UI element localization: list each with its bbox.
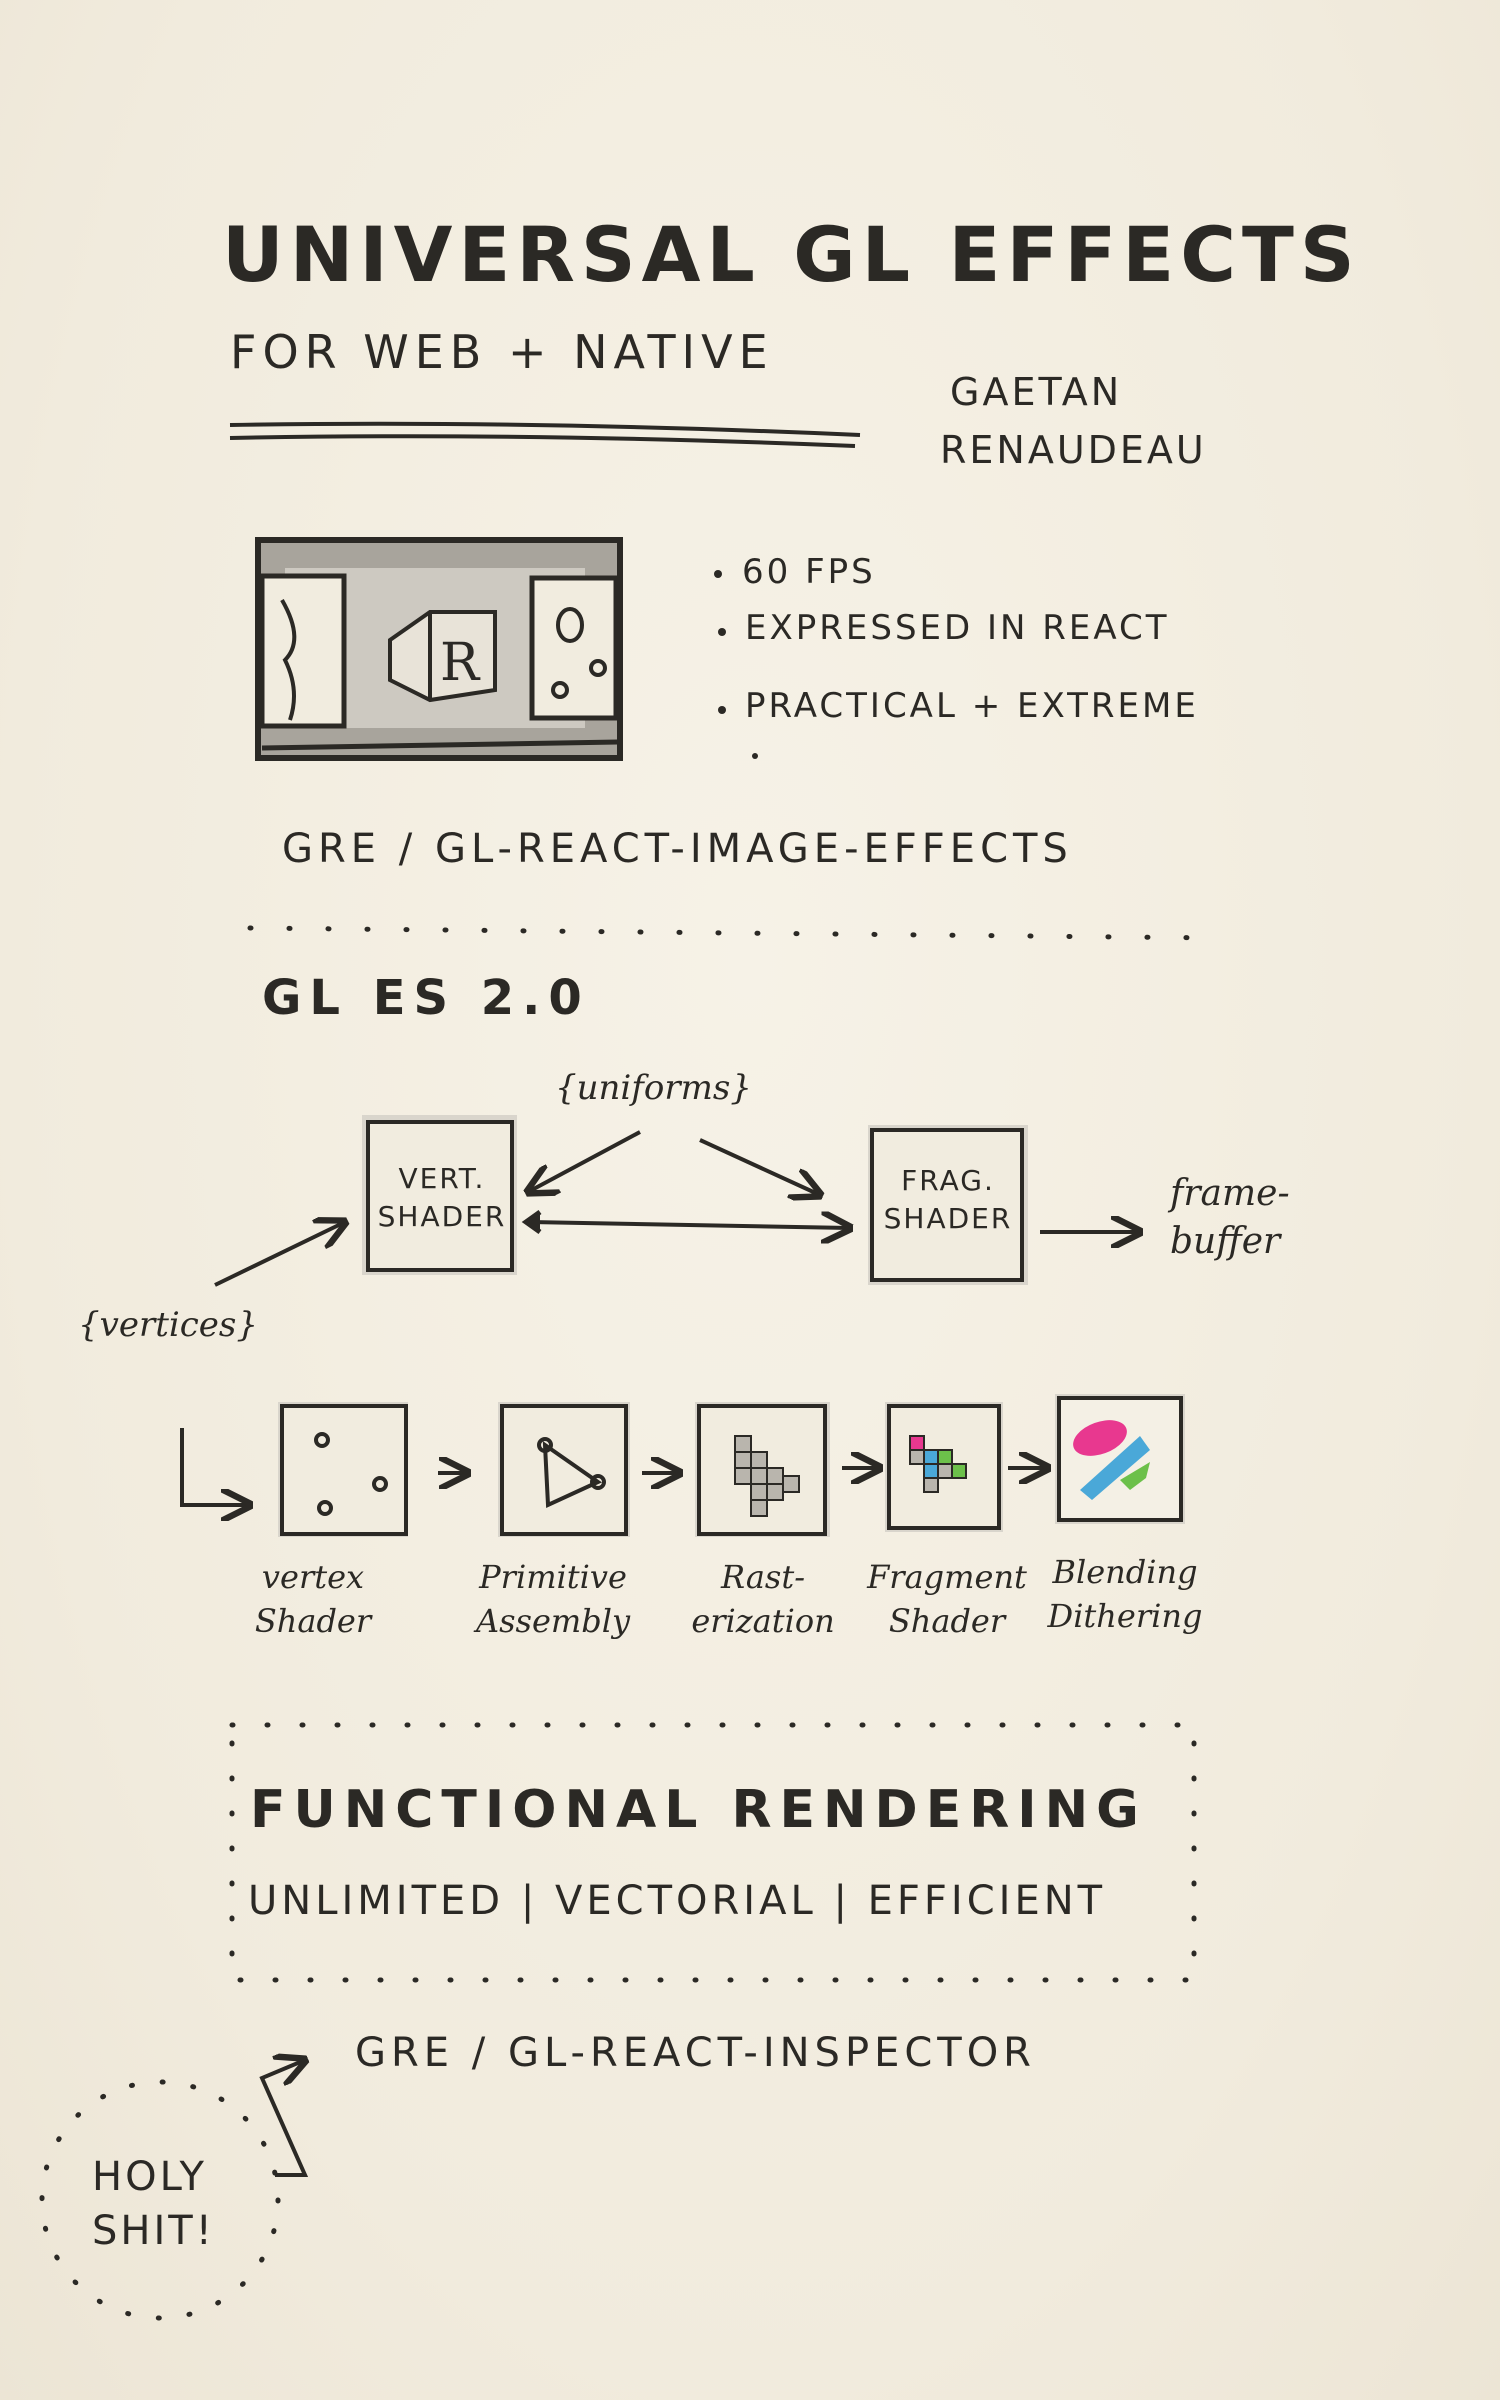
pipeline-arrows [438, 1468, 1048, 1473]
feature-item: PRACTICAL + EXTREME [745, 686, 1199, 726]
title-underline [229, 421, 861, 448]
page-title: UNIVERSAL GL EFFECTS [222, 210, 1361, 299]
feature-item: 60 FPS [742, 552, 876, 592]
feature-item: EXPRESSED IN REACT [745, 608, 1170, 648]
svg-text:R: R [440, 633, 481, 693]
frag-shader-label: FRAG. SHADER [883, 1164, 1013, 1235]
repo-inspector-link: GRE / GL-REACT-INSPECTOR [355, 2030, 1036, 2076]
bullet-dots [714, 570, 758, 759]
stage-label-primitive: Primitive Assembly [475, 1558, 631, 1640]
gl-es-heading: GL ES 2.0 [262, 970, 590, 1026]
vertices-label: {vertices} [78, 1305, 258, 1345]
author-last-name: RENAUDEAU [940, 428, 1207, 472]
functional-dotted-box [229, 1722, 1197, 1983]
dotted-separator [247, 925, 1223, 941]
exclaim-text: HOLY SHIT! [92, 2154, 215, 2254]
repo-effects-link: GRE / GL-REACT-IMAGE-EFFECTS [282, 826, 1073, 872]
vert-shader-label: VERT. SHADER [377, 1162, 507, 1233]
stage-label-blending: Blending Dithering [1047, 1553, 1203, 1635]
functional-heading: FUNCTIONAL RENDERING [250, 1780, 1147, 1840]
gl-diagram [362, 1115, 1028, 1285]
diagram-arrows [214, 1130, 1140, 1287]
author-first-name: GAETAN [950, 370, 1123, 414]
pipeline-boxes [278, 1394, 1185, 1537]
stage-label-vertex: vertex Shader [254, 1558, 372, 1640]
functional-traits: UNLIMITED | VECTORIAL | EFFICIENT [248, 1878, 1107, 1924]
uniforms-label: {uniforms} [555, 1068, 752, 1108]
page-subtitle: FOR WEB + NATIVE [230, 325, 774, 379]
pipeline-bracket [180, 1428, 250, 1505]
framebuffer-label: frame- buffer [1170, 1173, 1290, 1262]
stage-label-fragment: Fragment Shader [867, 1558, 1027, 1640]
double-arrow-head [521, 1209, 542, 1235]
device-sketch-icon: R [255, 537, 623, 761]
stage-label-raster: Rast- erization [691, 1558, 835, 1640]
exclaim-dotted-circle [39, 2079, 281, 2321]
inspector-arrow [259, 2060, 305, 2177]
